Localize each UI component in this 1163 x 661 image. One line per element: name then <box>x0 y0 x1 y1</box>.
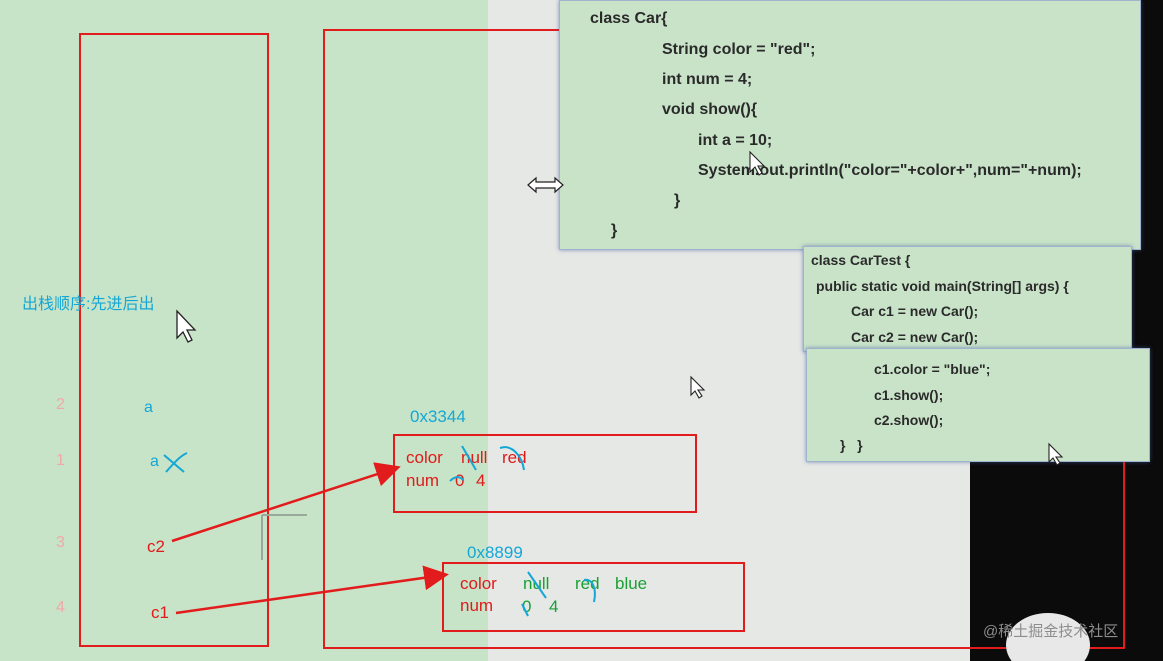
code-line: System.out.println("color="+color+",num=… <box>698 162 1082 179</box>
code-line: } <box>611 222 618 239</box>
code-panel-cartest-continued <box>806 348 1150 462</box>
strike-mark <box>521 603 529 617</box>
obj2-num-4: 4 <box>549 597 559 616</box>
heap-object-2 <box>442 562 745 632</box>
code-line: int num = 4; <box>662 71 753 88</box>
stack-var-c1: c1 <box>151 603 169 622</box>
code-line: c1.color = "blue"; <box>874 361 991 377</box>
stack-index-3: 3 <box>56 534 65 551</box>
stack-index-4: 4 <box>56 599 65 616</box>
code-line: public static void main(String[] args) { <box>816 278 1069 294</box>
code-panel-cartest <box>803 246 1132 352</box>
avatar <box>1006 613 1090 661</box>
code-line: Car c2 = new Car(); <box>851 329 979 345</box>
arrow-c2-to-obj1 <box>171 462 401 543</box>
arrow-c1-to-obj2 <box>175 565 449 615</box>
crosshair-mark <box>261 514 307 560</box>
strike-mark <box>449 476 464 482</box>
obj1-color-red: red <box>502 448 527 467</box>
stack-index-2: 2 <box>56 396 65 413</box>
heap-object-1-address: 0x3344 <box>410 407 466 426</box>
stack-var-a-popped: a <box>150 453 159 470</box>
obj2-field-color: color <box>460 574 497 593</box>
code-line: class CarTest { <box>811 252 911 268</box>
stack-index-1: 1 <box>56 452 65 469</box>
strike-mark <box>583 578 596 603</box>
resize-horizontal-icon <box>527 176 564 194</box>
mouse-pointer-icon <box>749 150 766 176</box>
stack-area-background <box>0 0 488 661</box>
stack-var-a-top: a <box>144 399 153 416</box>
code-line: String color = "red"; <box>662 41 816 58</box>
strike-mark <box>461 445 477 471</box>
obj1-field-color: color <box>406 448 443 467</box>
obj1-num-4: 4 <box>476 471 486 490</box>
code-line: Car c1 = new Car(); <box>851 303 979 319</box>
watermark: @稀土掘金技术社区 <box>983 623 1119 640</box>
heap-object-2-address: 0x8899 <box>467 543 523 562</box>
obj2-num-0: 0 <box>522 597 532 616</box>
code-line: c2.show(); <box>874 412 944 428</box>
obj1-num-0: 0 <box>455 471 465 490</box>
cross-mark <box>163 452 188 473</box>
mouse-pointer-icon <box>176 309 197 343</box>
obj1-color-null: null <box>461 448 488 467</box>
strike-mark <box>527 571 547 599</box>
stack-var-c2: c2 <box>147 537 165 556</box>
mouse-pointer-icon <box>690 375 706 399</box>
code-line: class Car{ <box>590 10 668 27</box>
stack-box <box>79 33 269 647</box>
code-line: } <box>674 192 681 209</box>
obj1-field-num: num <box>406 471 440 490</box>
code-line: void show(){ <box>662 101 758 118</box>
obj2-color-blue: blue <box>615 574 648 593</box>
strike-mark <box>499 446 525 471</box>
code-line: c1.show(); <box>874 387 944 403</box>
obj2-field-num: num <box>460 596 494 615</box>
stack-order-note: 出栈顺序:先进后出 <box>22 296 155 313</box>
code-line: } } <box>840 437 863 453</box>
mouse-pointer-icon <box>1048 442 1064 466</box>
code-line: int a = 10; <box>698 132 773 149</box>
